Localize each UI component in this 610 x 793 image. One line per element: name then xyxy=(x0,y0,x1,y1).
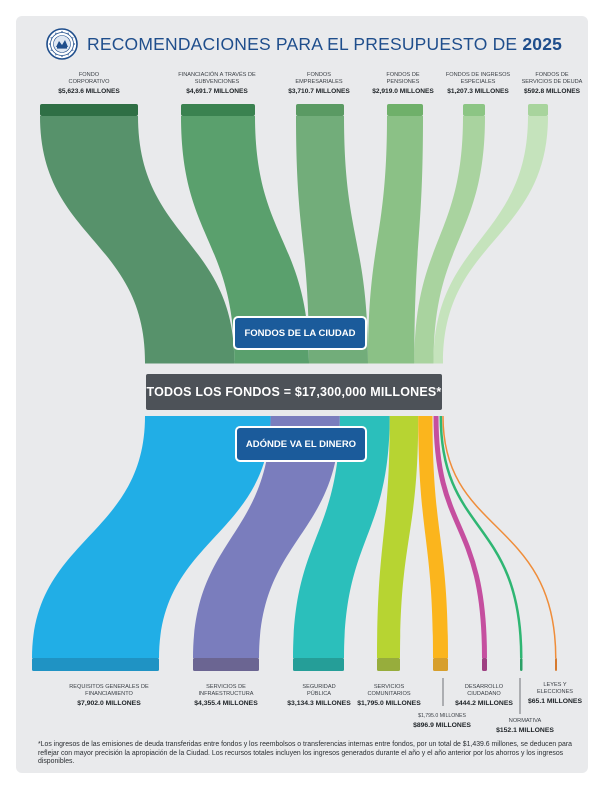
source-flow-1 xyxy=(181,116,309,362)
destination-name: DESARROLLO CIUDADANO xyxy=(464,684,504,697)
source-amount: $1,207.3 MILLONES xyxy=(447,88,509,95)
total-funds-banner: TODOS LOS FONDOS = $17,300,000 MILLONES* xyxy=(146,374,442,410)
destination-label-amarillo: $1,795.0 MILLONES $896.9 MILLONES xyxy=(408,713,476,729)
destination-flow-6 xyxy=(439,415,523,659)
source-label-corporativo: FONDO CORPORATIVO $5,623.6 MILLONES xyxy=(40,72,138,95)
destination-flow-7 xyxy=(442,415,557,659)
destination-name: NORMATIVA xyxy=(508,718,542,724)
source-bar-5 xyxy=(528,104,548,116)
destination-label-infraestructura: SERVICIOS DE INFRAESTRUCTURA $4,355.4 MI… xyxy=(184,684,268,707)
source-flow-0 xyxy=(40,116,235,362)
destination-flow-4 xyxy=(418,416,448,658)
source-amount: $5,623.6 MILLONES xyxy=(58,88,120,95)
source-flow-stub-2 xyxy=(308,361,368,364)
source-flow-stub-4 xyxy=(414,361,434,364)
source-label-empresariales: FONDOS EMPRESARIALES $3,710.7 MILLONES xyxy=(276,72,362,95)
source-name: FONDOS EMPRESARIALES xyxy=(295,72,343,85)
footnote: *Los ingresos de las emisiones de deuda … xyxy=(38,741,572,766)
source-name: FONDOS DE PENSIONES xyxy=(386,72,420,85)
title-year: 2025 xyxy=(522,33,563,54)
source-flow-5 xyxy=(433,116,548,362)
source-name: FINANCIACIÓN A TRAVÉS DE SUBVENCIONES xyxy=(178,72,256,85)
destination-label-seguridad: SEGURIDAD PÚBLICA $3,134.3 MILLONES xyxy=(277,684,361,707)
source-flow-stub-0 xyxy=(145,361,235,364)
source-label-deuda: FONDOS DE SERVICIOS DE DEUDA $592.8 MILL… xyxy=(516,72,588,95)
source-flow-stub-5 xyxy=(433,361,443,364)
source-bar-0 xyxy=(40,104,138,116)
destination-amount: $4,355.4 MILLONES xyxy=(194,700,258,707)
destination-amount: $65.1 MILLONES xyxy=(527,698,582,705)
source-flow-4 xyxy=(414,116,485,362)
adonde-va-el-dinero-label: ADÓNDE VA EL DINERO xyxy=(235,426,367,462)
source-name: FONDOS DE SERVICIOS DE DEUDA xyxy=(521,72,583,85)
destination-bar-2 xyxy=(293,658,344,671)
destination-label-normativa: NORMATIVA $152.1 MILLONES xyxy=(490,718,560,734)
destination-flow-1 xyxy=(193,416,340,658)
destination-flow-5 xyxy=(433,415,487,659)
source-flow-stub-1 xyxy=(234,361,309,364)
source-flow-2 xyxy=(296,116,368,362)
destination-name: $1,795.0 MILLONES xyxy=(418,713,466,719)
destination-flow-3 xyxy=(377,416,419,658)
destination-label-requisitos: REQUISITOS GENERALES DE FINANCIAMIENTO $… xyxy=(50,684,168,707)
city-seal-icon xyxy=(46,28,78,60)
destination-bar-0 xyxy=(32,658,159,671)
destination-name: REQUISITOS GENERALES DE FINANCIAMIENTO xyxy=(69,684,149,697)
source-amount: $592.8 MILLONES xyxy=(523,88,581,95)
source-amount: $2,919.0 MILLONES xyxy=(372,88,434,95)
destination-label-leyes: LEYES Y ELECCIONES $65.1 MILLONES xyxy=(524,682,586,705)
destination-bar-6 xyxy=(520,658,523,671)
destination-amount: $896.9 MILLONES xyxy=(413,722,471,729)
source-label-especiales: FONDOS DE INGRESOS ESPECIALES $1,207.3 M… xyxy=(436,72,520,95)
destination-name: SERVICIOS COMUNITARIOS xyxy=(367,684,411,697)
source-amount: $4,691.7 MILLONES xyxy=(186,88,248,95)
destination-bar-4 xyxy=(433,658,448,671)
source-flow-stub-3 xyxy=(367,361,415,364)
destination-label-desarrollo: DESARROLLO CIUDADANO $444.2 MILLONES xyxy=(447,684,521,707)
destination-name: SERVICIOS DE INFRAESTRUCTURA xyxy=(198,684,254,697)
header: RECOMENDACIONES PARA EL PRESUPUESTO DE 2… xyxy=(46,27,586,61)
source-label-subvenciones: FINANCIACIÓN A TRAVÉS DE SUBVENCIONES $4… xyxy=(167,72,267,95)
source-bar-4 xyxy=(463,104,485,116)
source-bar-3 xyxy=(387,104,423,116)
source-name: FONDO CORPORATIVO xyxy=(68,72,110,85)
source-flow-3 xyxy=(367,116,423,362)
fondos-de-la-ciudad-label: FONDOS DE LA CIUDAD xyxy=(233,316,367,350)
destination-bar-7 xyxy=(555,658,557,671)
destination-name: SEGURIDAD PÚBLICA xyxy=(302,684,336,697)
destination-amount: $1,795.0 MILLONES xyxy=(357,700,421,707)
destination-bar-1 xyxy=(193,658,259,671)
page-title: RECOMENDACIONES PARA EL PRESUPUESTO DE 2… xyxy=(87,34,562,55)
destination-amount: $152.1 MILLONES xyxy=(496,727,554,734)
destination-flow-2 xyxy=(293,416,390,658)
source-bar-2 xyxy=(296,104,344,116)
title-prefix: RECOMENDACIONES PARA EL PRESUPUESTO DE xyxy=(87,33,518,54)
destination-amount: $3,134.3 MILLONES xyxy=(287,700,351,707)
destination-amount: $444.2 MILLONES xyxy=(455,700,513,707)
source-bar-1 xyxy=(181,104,255,116)
destination-amount: $7,902.0 MILLONES xyxy=(77,700,141,707)
destination-name: LEYES Y ELECCIONES xyxy=(536,682,574,695)
destination-label-comunitarios: SERVICIOS COMUNITARIOS $1,795.0 MILLONES xyxy=(355,684,423,707)
source-amount: $3,710.7 MILLONES xyxy=(288,88,350,95)
source-label-pensiones: FONDOS DE PENSIONES $2,919.0 MILLONES xyxy=(360,72,446,95)
destination-bar-5 xyxy=(482,658,487,671)
destination-flow-0 xyxy=(32,416,271,658)
destination-bar-3 xyxy=(377,658,400,671)
source-name: FONDOS DE INGRESOS ESPECIALES xyxy=(445,72,511,85)
